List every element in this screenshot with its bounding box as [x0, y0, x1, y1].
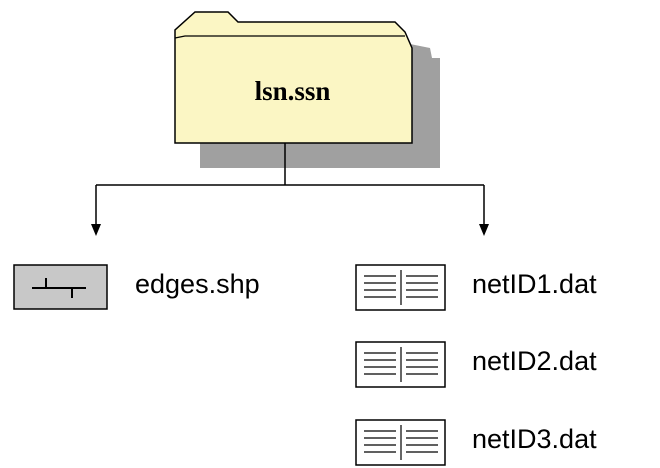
shapefile-name: edges.shp — [135, 269, 260, 299]
folder-tab-line — [174, 35, 405, 39]
folder-name: lsn.ssn — [254, 76, 331, 106]
data-file-name-2: netID2.dat — [472, 346, 597, 376]
data-file-name-3: netID3.dat — [472, 424, 597, 454]
arrow-right-icon — [479, 224, 489, 236]
line-feature-icon — [13, 264, 108, 310]
table-file-icon — [355, 341, 446, 388]
table-file-icon — [355, 264, 446, 311]
data-file-name-1: netID1.dat — [472, 269, 597, 299]
table-file-icon — [355, 419, 446, 466]
folder-icon — [174, 11, 413, 144]
arrow-left-icon — [91, 224, 101, 236]
